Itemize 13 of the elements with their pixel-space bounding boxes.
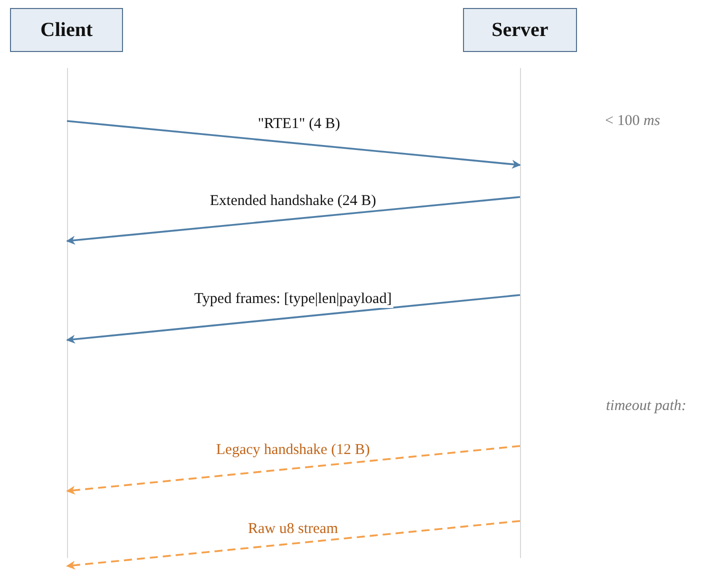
participant-box: Client [10,8,123,52]
annotation-note: timeout path: [606,398,686,415]
annotation-note: < 100 ms [605,113,660,130]
message-arrow [66,196,520,245]
message-arrow [66,445,520,495]
message-label: Extended handshake (24 B) [208,192,378,210]
message-label: "RTE1" (4 B) [256,115,342,133]
message-label: Typed frames: [type|len|payload] [192,290,394,308]
participant-box: Server [463,8,577,52]
message-arrow [66,120,521,169]
message-arrow [66,294,520,344]
message-arrow [66,520,520,570]
message-label: Legacy handshake (12 B) [214,441,372,459]
